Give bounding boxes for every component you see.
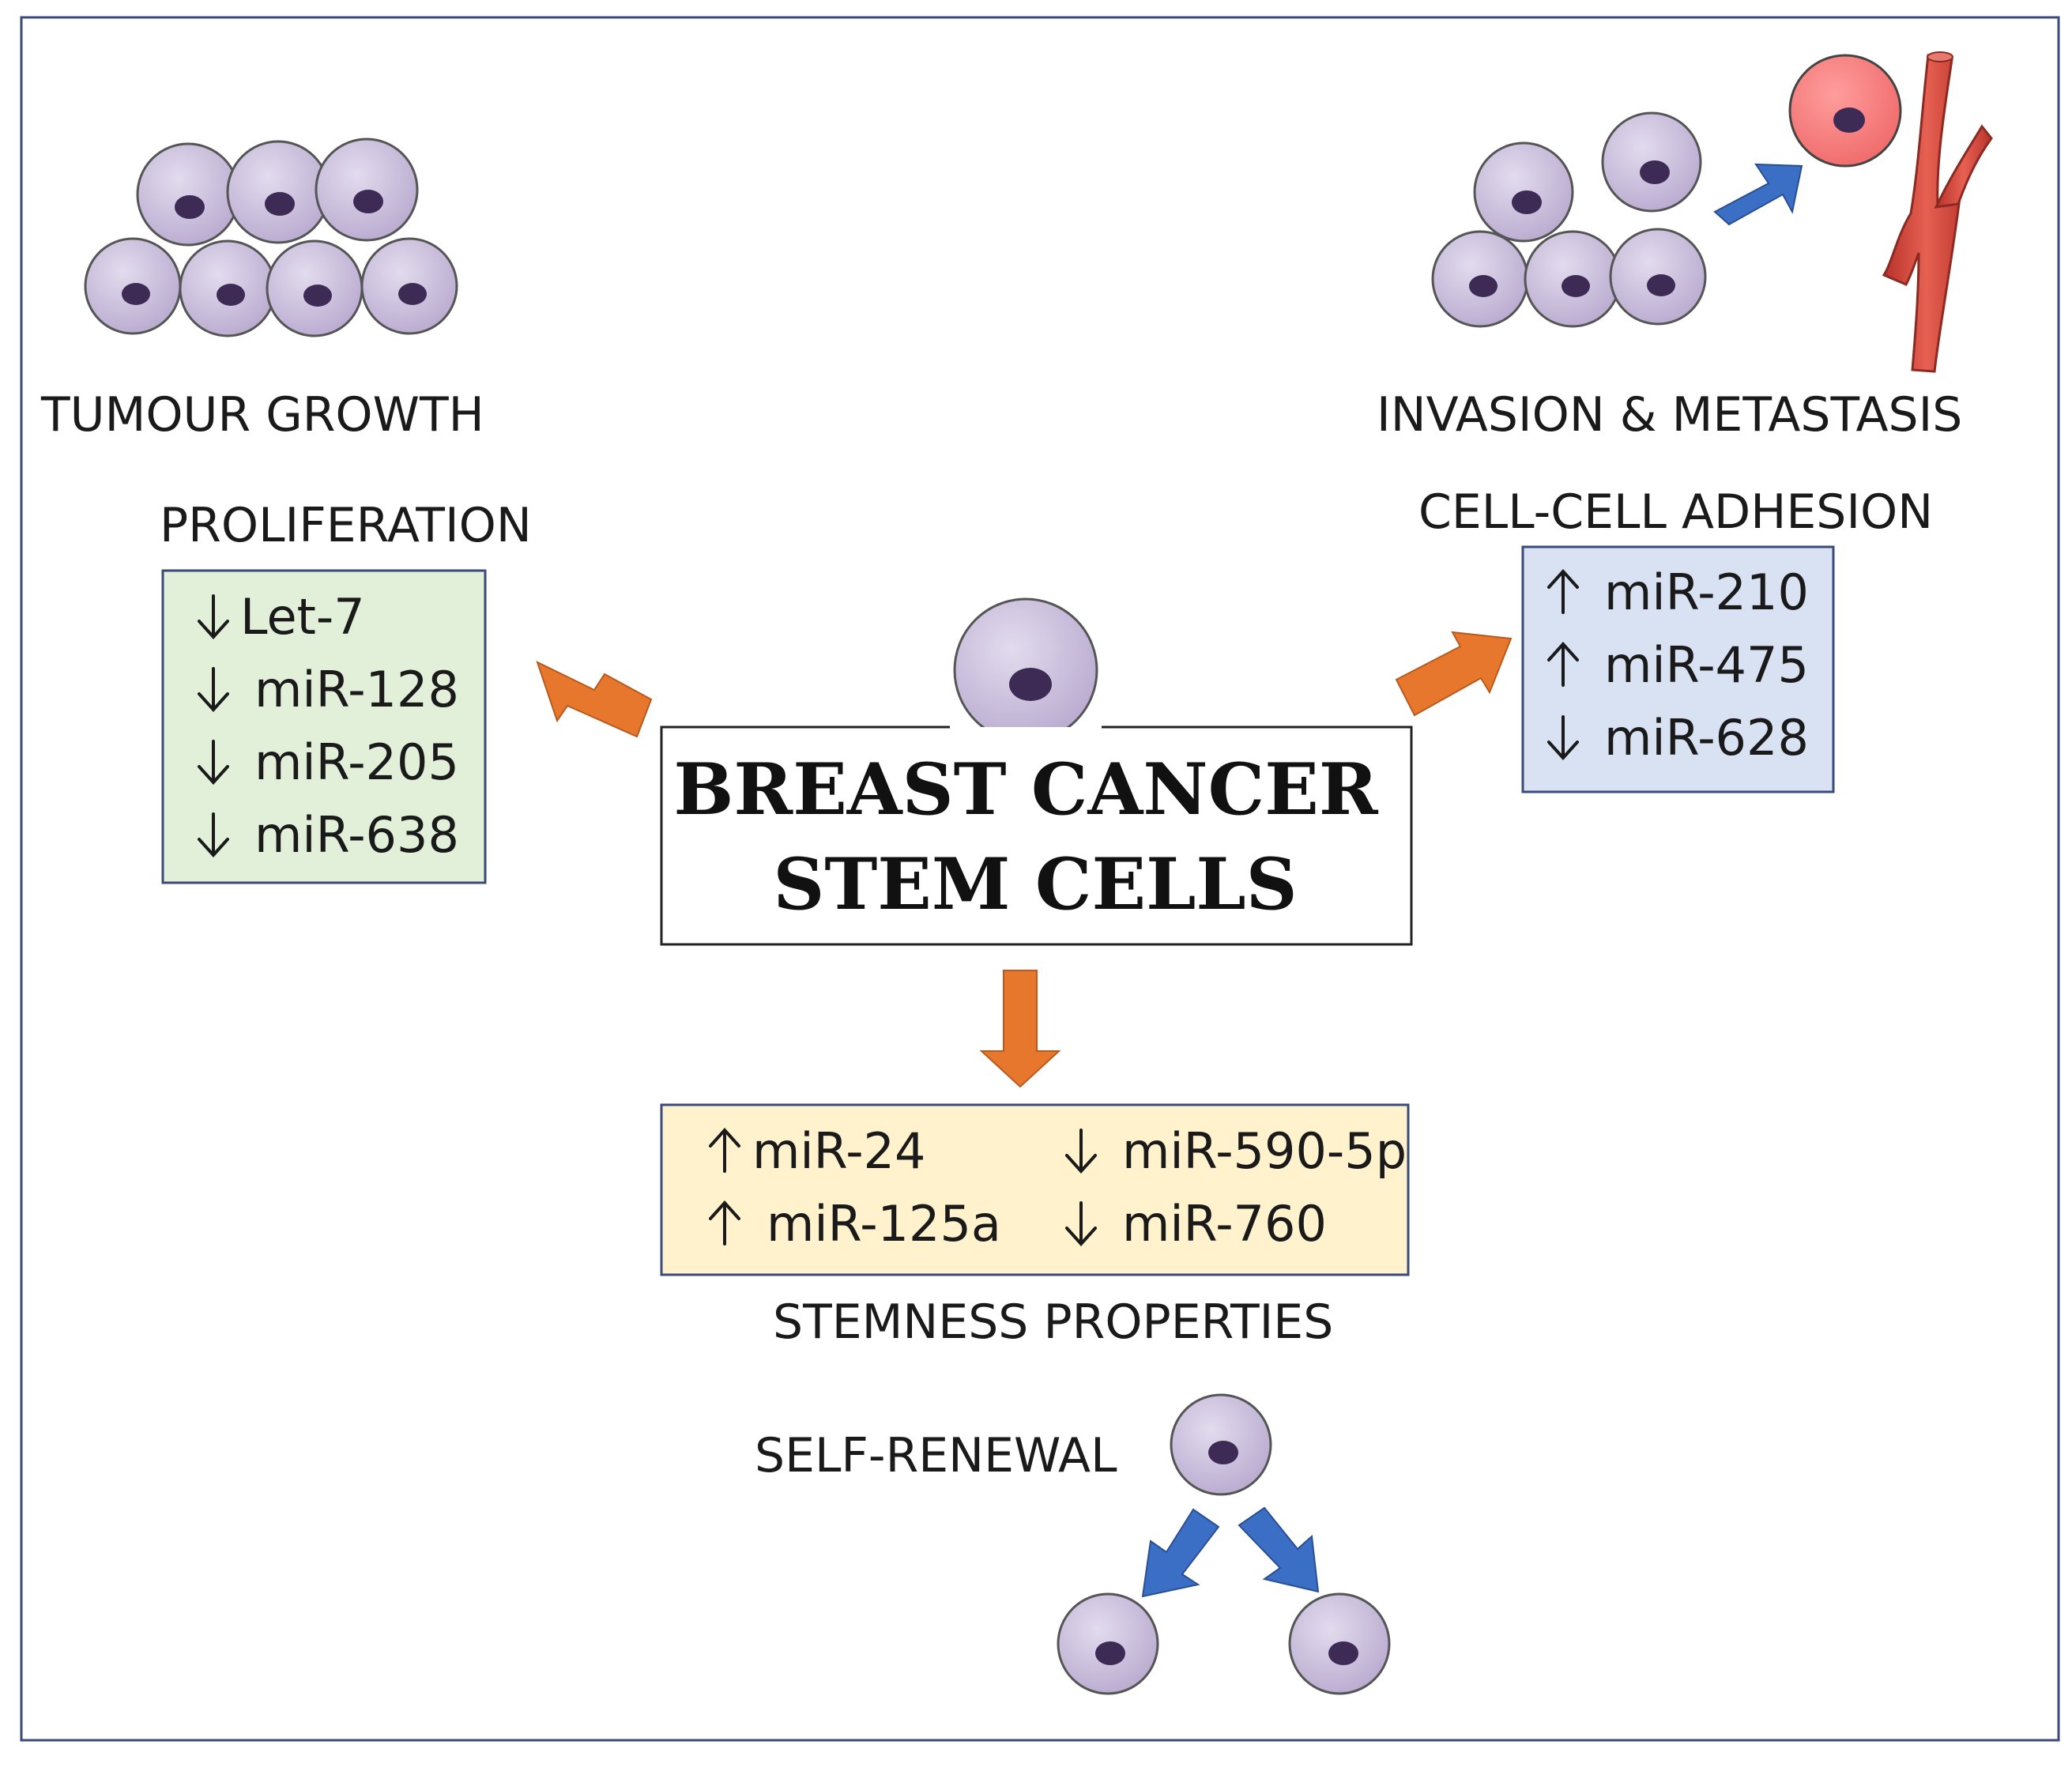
orange-arrow-right-icon bbox=[1395, 631, 1513, 717]
up-arrow-icon bbox=[709, 1128, 740, 1173]
mirna-item: miR-475 bbox=[1547, 636, 1809, 694]
adhesion-mirna-list: miR-210 miR-475 miR-628 bbox=[1547, 563, 1809, 767]
down-arrow-icon bbox=[198, 594, 229, 639]
down-arrow-icon bbox=[198, 667, 229, 712]
cell-icon bbox=[266, 239, 364, 337]
adhesion-mirna-box bbox=[1521, 545, 1835, 793]
down-arrow-icon bbox=[198, 740, 229, 785]
cell-icon bbox=[1601, 111, 1702, 213]
down-arrow-icon bbox=[198, 812, 229, 857]
self-renewal-label: SELF-RENEWAL bbox=[755, 1428, 1117, 1483]
mirna-name: Let-7 bbox=[240, 588, 365, 646]
mirna-name: miR-125a bbox=[767, 1195, 1001, 1253]
title-line-2: STEM CELLS bbox=[773, 842, 1297, 926]
up-arrow-icon bbox=[1547, 642, 1579, 687]
mirna-name: miR-628 bbox=[1604, 709, 1809, 767]
cell-cell-adhesion-label: CELL-CELL ADHESION bbox=[1418, 484, 1933, 540]
mirna-name: miR-210 bbox=[1604, 563, 1809, 621]
proliferation-mirna-list: Let-7 miR-128 miR-205 miR-638 bbox=[198, 588, 459, 864]
mirna-name: miR-590-5p bbox=[1122, 1122, 1407, 1180]
mirna-item: miR-210 bbox=[1547, 563, 1809, 621]
cell-icon bbox=[1524, 230, 1622, 328]
mirna-name: miR-24 bbox=[752, 1122, 925, 1180]
mirna-name: miR-475 bbox=[1604, 636, 1809, 694]
circulating-tumour-cell-icon bbox=[1788, 54, 1902, 168]
up-arrow-icon bbox=[709, 1200, 740, 1246]
mirna-item: miR-590-5p bbox=[1065, 1122, 1407, 1180]
down-arrow-icon bbox=[1547, 715, 1579, 760]
tumour-growth-label: TUMOUR GROWTH bbox=[40, 387, 484, 443]
cell-icon bbox=[226, 140, 330, 244]
daughter-cell-icon bbox=[1288, 1592, 1391, 1695]
proliferation-mirna-box bbox=[161, 569, 487, 884]
cell-icon bbox=[179, 239, 277, 337]
tumour-growth-cell-cluster bbox=[84, 138, 458, 337]
blood-vessel-icon bbox=[1882, 51, 1993, 373]
down-arrow-icon bbox=[1065, 1129, 1097, 1174]
mirna-item: miR-128 bbox=[198, 661, 459, 718]
mirna-item: miR-205 bbox=[198, 733, 459, 791]
cell-icon bbox=[1170, 1393, 1272, 1496]
mirna-name: miR-638 bbox=[254, 806, 459, 864]
title-line-1: BREAST CANCER bbox=[673, 748, 1379, 831]
mirna-item: miR-628 bbox=[1547, 709, 1809, 767]
mirna-item: miR-760 bbox=[1065, 1195, 1327, 1253]
invasion-cell-cluster bbox=[1431, 111, 1707, 328]
down-arrow-icon bbox=[1065, 1201, 1097, 1246]
cell-icon bbox=[315, 138, 419, 242]
invasion-metastasis-label: INVASION & METASTASIS bbox=[1377, 387, 1962, 443]
cell-icon bbox=[136, 142, 240, 247]
mirna-name: miR-128 bbox=[254, 661, 459, 718]
cell-icon bbox=[1473, 141, 1574, 243]
orange-arrow-down-icon bbox=[979, 970, 1061, 1088]
cell-icon bbox=[1431, 230, 1529, 328]
mirna-item: miR-125a bbox=[709, 1195, 1001, 1253]
blue-arrow-icon bbox=[1713, 163, 1803, 226]
mirna-item: miR-24 bbox=[709, 1122, 925, 1180]
stemness-properties-label: STEMNESS PROPERTIES bbox=[773, 1295, 1333, 1350]
cell-icon bbox=[360, 237, 458, 335]
up-arrow-icon bbox=[1547, 569, 1579, 614]
blue-arrow-down-right-icon bbox=[1238, 1506, 1320, 1593]
proliferation-label: PROLIFERATION bbox=[160, 498, 532, 553]
cell-icon bbox=[1609, 228, 1707, 326]
stem-cell-icon bbox=[953, 597, 1098, 743]
mirna-name: miR-205 bbox=[254, 733, 459, 791]
mirna-name: miR-760 bbox=[1122, 1195, 1327, 1253]
mirna-item: miR-638 bbox=[198, 806, 459, 864]
cell-icon bbox=[84, 237, 182, 335]
mirna-item: Let-7 bbox=[198, 588, 365, 646]
stemness-mirna-list: miR-24 miR-125a miR-590-5p miR-760 bbox=[709, 1122, 1407, 1253]
title-box bbox=[660, 725, 1413, 946]
stemness-mirna-box bbox=[660, 1103, 1410, 1276]
daughter-cell-icon bbox=[1057, 1592, 1159, 1695]
orange-arrow-left-icon bbox=[536, 661, 653, 738]
blue-arrow-down-left-icon bbox=[1141, 1508, 1220, 1598]
